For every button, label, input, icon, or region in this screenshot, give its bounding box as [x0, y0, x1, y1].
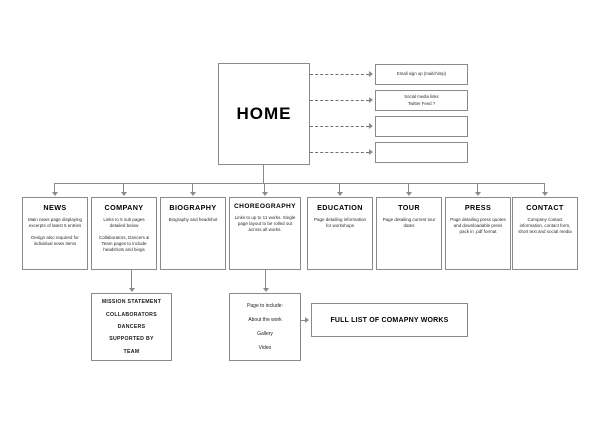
arrowhead-news	[52, 192, 58, 196]
node-home-label: HOME	[236, 104, 292, 123]
node-biography[interactable]: BIOGRAPHY Biography and headshot	[160, 197, 226, 270]
node-contact-title: CONTACT	[526, 203, 564, 212]
connector-home-to-side-3	[310, 152, 369, 153]
arrowhead-side-3	[369, 149, 373, 155]
node-work-page[interactable]: Page to include: About the work Gallery …	[229, 293, 301, 361]
node-side-empty-1[interactable]	[375, 116, 468, 137]
subpage-item-collaborators: COLLABORATORS	[106, 311, 157, 318]
arrowhead-press	[475, 192, 481, 196]
node-email-signup-line-0: Email sign up (mailchimp)	[396, 71, 447, 77]
node-tour-title: TOUR	[398, 203, 420, 212]
node-social-media[interactable]: Social media links Twitter Feed ?	[375, 90, 468, 111]
node-education[interactable]: EDUCATION Page detailing information for…	[307, 197, 373, 270]
connector-home-to-side-1	[310, 100, 369, 101]
node-tour-desc-0: Page detailing current tour dates	[382, 217, 436, 229]
node-news-desc-1: Design also required for individual news…	[31, 235, 79, 247]
subpage-item-mission-statement: MISSION STATEMENT	[101, 299, 162, 306]
connector-drop-choreography	[264, 183, 265, 193]
node-full-list-of-company-works[interactable]: FULL LIST OF COMAPNY WORKS	[311, 303, 468, 337]
arrowhead-tour	[406, 192, 412, 196]
connector-workpage-to-fulllist	[301, 320, 306, 321]
node-company-title: COMPANY	[104, 203, 144, 212]
connector-category-bus	[54, 183, 545, 184]
work-page-item-about: About the work	[248, 317, 282, 323]
work-page-item-gallery: Gallery	[257, 331, 273, 337]
connector-drop-press	[477, 183, 478, 193]
node-company-desc-1: Collaborators, Dancers & Team pages to i…	[98, 235, 150, 253]
connector-home-to-side-2	[310, 126, 369, 127]
node-choreography-desc-0: Links to up to 11 works. Single page lay…	[234, 215, 296, 233]
node-contact[interactable]: CONTACT Company contact information, con…	[512, 197, 578, 270]
node-news-title: NEWS	[43, 203, 67, 212]
arrowhead-side-0	[369, 71, 373, 77]
node-education-title: EDUCATION	[317, 203, 363, 212]
connector-home-stem	[263, 165, 264, 183]
arrowhead-choreography	[262, 192, 268, 196]
connector-company-to-subpages	[131, 270, 132, 289]
connector-drop-biography	[192, 183, 193, 193]
arrowhead-fulllist	[305, 317, 309, 323]
node-contact-desc-0: Company contact information, contact for…	[518, 217, 572, 235]
node-tour[interactable]: TOUR Page detailing current tour dates	[376, 197, 442, 270]
node-education-desc-0: Page detailing information for workshops	[313, 217, 367, 229]
node-social-media-line-0: Social media links	[404, 94, 439, 100]
node-press[interactable]: PRESS Page detailing press quotes and do…	[445, 197, 511, 270]
node-company-subpages[interactable]: MISSION STATEMENT COLLABORATORS DANCERS …	[91, 293, 172, 361]
subpage-item-dancers: DANCERS	[117, 324, 146, 330]
node-home[interactable]: HOME	[218, 63, 310, 165]
work-page-heading: Page to include:	[247, 303, 283, 309]
subpage-item-supported-by: SUPPORTED BY	[109, 336, 154, 343]
arrowhead-contact	[542, 192, 548, 196]
arrowhead-side-2	[369, 123, 373, 129]
node-company[interactable]: COMPANY Links to 5 sub pages detailed be…	[91, 197, 157, 270]
node-social-media-line-1: Twitter Feed ?	[407, 100, 436, 106]
connector-drop-education	[339, 183, 340, 193]
node-news-desc-0: Main news page displaying excerpts of la…	[27, 217, 83, 229]
node-press-desc-0: Page detailing press quotes and download…	[450, 217, 506, 235]
arrowhead-side-1	[369, 97, 373, 103]
arrowhead-workpage	[263, 288, 269, 292]
arrowhead-company	[121, 192, 127, 196]
node-biography-desc-0: Biography and headshot	[168, 217, 218, 222]
subpage-item-team: TEAM	[123, 348, 140, 355]
connector-choreography-to-workpage	[265, 270, 266, 289]
connector-drop-contact	[544, 183, 545, 193]
node-press-title: PRESS	[464, 203, 492, 212]
node-email-signup[interactable]: Email sign up (mailchimp)	[375, 64, 468, 85]
connector-drop-news	[54, 183, 55, 193]
node-full-list-title: FULL LIST OF COMAPNY WORKS	[330, 316, 449, 324]
arrowhead-education	[337, 192, 343, 196]
node-biography-title: BIOGRAPHY	[169, 203, 217, 212]
arrowhead-biography	[190, 192, 196, 196]
connector-drop-company	[123, 183, 124, 193]
connector-drop-tour	[408, 183, 409, 193]
node-choreography-title: CHOREOGRAPHY	[234, 203, 296, 210]
node-choreography[interactable]: CHOREOGRAPHY Links to up to 11 works. Si…	[229, 197, 301, 270]
arrowhead-subpages	[129, 288, 135, 292]
connector-home-to-side-0	[310, 74, 369, 75]
node-company-desc-0: Links to 5 sub pages detailed below	[103, 217, 145, 229]
node-side-empty-2[interactable]	[375, 142, 468, 163]
node-news[interactable]: NEWS Main news page displaying excerpts …	[22, 197, 88, 270]
work-page-item-video: Video	[258, 345, 272, 351]
